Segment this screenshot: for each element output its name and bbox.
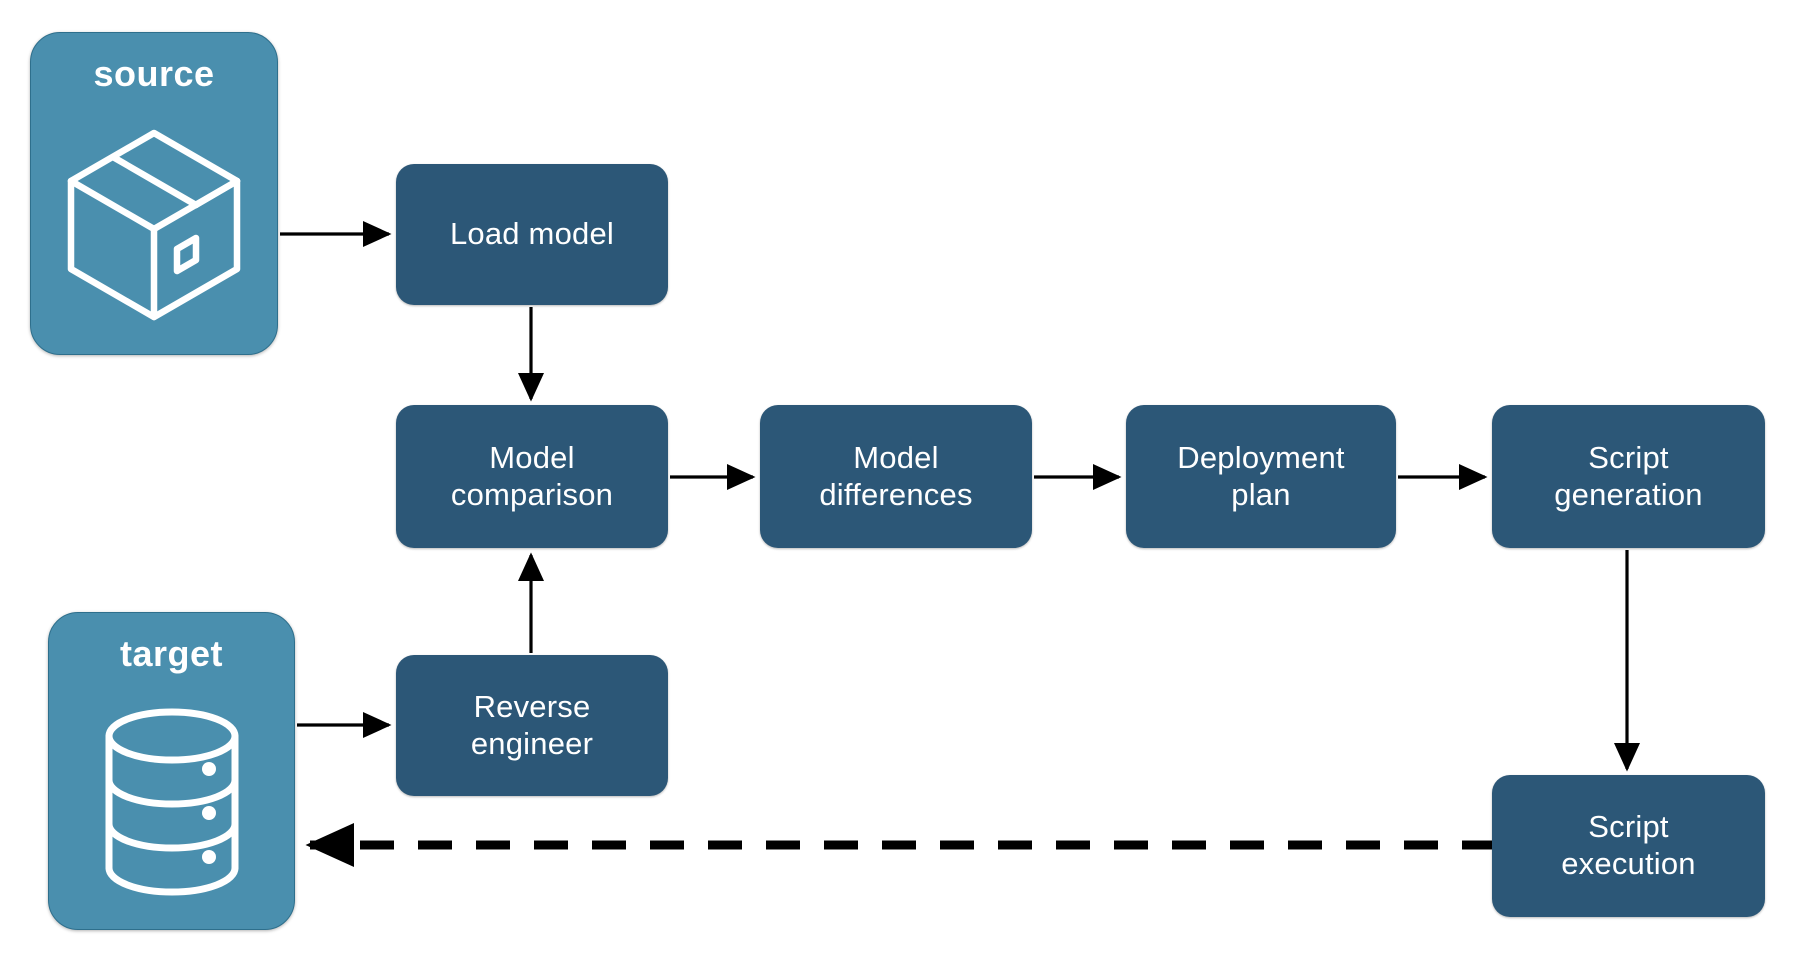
process-model-comparison-label: Model comparison — [450, 439, 614, 512]
process-reverse-engineer-label: Reverse engineer — [470, 688, 594, 761]
process-model-differences-label: Model differences — [819, 439, 973, 512]
process-load-model-label: Load model — [449, 216, 614, 252]
process-script-generation-label: Script generation — [1554, 439, 1703, 512]
endpoint-target[interactable]: target — [48, 612, 295, 930]
process-deployment-plan[interactable]: Deployment plan — [1126, 405, 1396, 548]
process-script-execution[interactable]: Script execution — [1492, 775, 1765, 917]
process-script-execution-label: Script execution — [1561, 809, 1696, 881]
endpoint-target-label: target — [119, 633, 224, 674]
package-box-icon — [31, 95, 277, 354]
process-model-differences[interactable]: Model differences — [760, 405, 1032, 548]
endpoint-source-label: source — [93, 53, 215, 94]
database-cylinder-icon — [49, 675, 294, 929]
process-load-model[interactable]: Load model — [396, 164, 668, 305]
process-model-comparison[interactable]: Model comparison — [396, 405, 668, 548]
process-script-generation[interactable]: Script generation — [1492, 405, 1765, 548]
endpoint-source[interactable]: source — [30, 32, 278, 355]
process-deployment-plan-label: Deployment plan — [1177, 439, 1345, 512]
process-reverse-engineer[interactable]: Reverse engineer — [396, 655, 668, 796]
